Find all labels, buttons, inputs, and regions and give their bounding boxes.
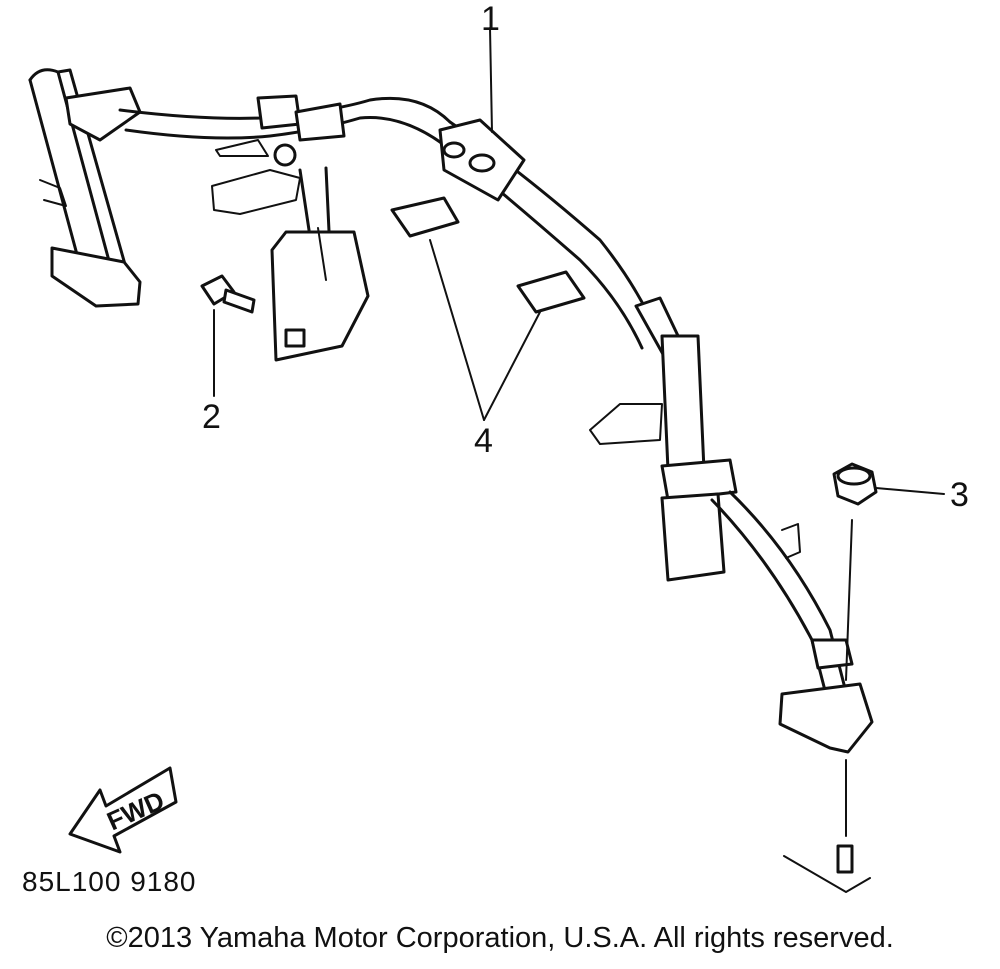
pad-part-4 <box>390 196 586 314</box>
bolt-part-2 <box>200 274 256 314</box>
leader-lines <box>213 27 945 837</box>
right-frame-arm <box>438 118 874 754</box>
upper-cross-tube <box>118 94 452 167</box>
nut-part-3 <box>832 462 878 506</box>
callout-3: 3 <box>950 476 969 514</box>
callout-1: 1 <box>481 0 500 38</box>
bottom-bolt <box>783 844 871 893</box>
diagram-code: 85L100 9180 <box>22 866 197 897</box>
fwd-arrow-icon: FWD <box>68 766 178 854</box>
callout-2: 2 <box>202 398 221 436</box>
center-mount-bracket <box>211 166 370 362</box>
left-frame-arm <box>28 68 142 308</box>
callout-4: 4 <box>474 422 493 460</box>
copyright-notice: ©2013 Yamaha Motor Corporation, U.S.A. A… <box>106 922 894 954</box>
